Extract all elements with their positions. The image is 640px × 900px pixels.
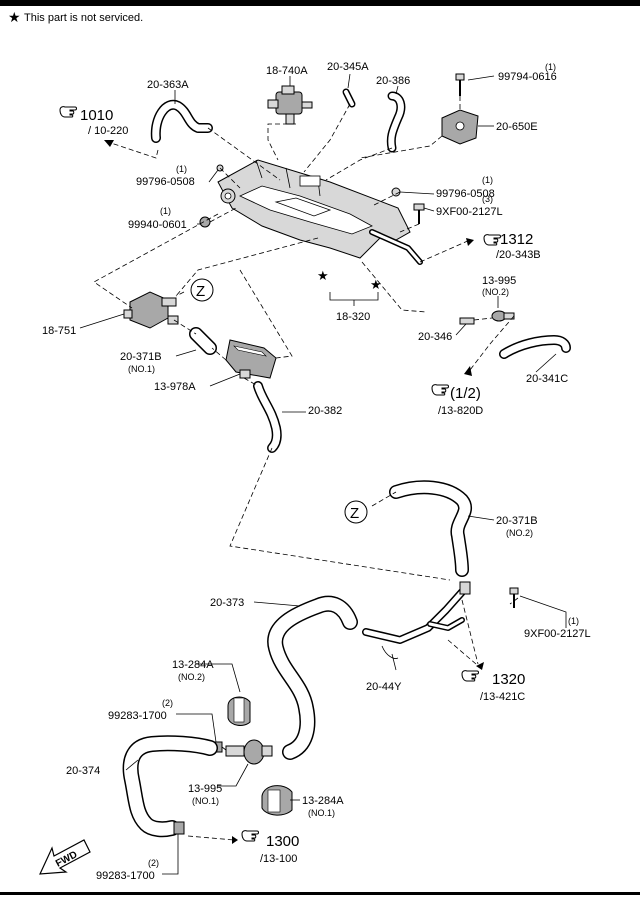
label-13-995-no2: 13-995	[482, 275, 516, 287]
bolt-99794-0616	[455, 73, 465, 96]
part-labels: 20-363A 18-740A 20-345A 20-386 (1) 99794…	[42, 61, 591, 882]
clip-99283-1700-b	[173, 821, 185, 835]
label-20-363A: 20-363A	[147, 79, 189, 91]
ref-1300: 1300	[266, 833, 299, 850]
qty-label: (1)	[545, 62, 556, 72]
pointing-hand-icon	[59, 106, 77, 118]
solenoid-18-740A	[267, 85, 313, 125]
bracket-plate-18-320	[217, 159, 423, 265]
star-icon: ★	[370, 277, 382, 292]
bolt-99796-0508-b	[391, 187, 401, 197]
ref-1320: 1320	[492, 671, 525, 688]
label-99796-0508-b: 99796-0508	[436, 188, 495, 200]
label-13-995-no2-sub: (NO.2)	[482, 287, 509, 297]
qty-label: (1)	[482, 175, 493, 185]
ref-1312-sub: /20-343B	[496, 249, 541, 261]
z-label: Z	[196, 283, 205, 300]
pointing-hand-icon	[461, 670, 479, 682]
label-20-373: 20-373	[210, 597, 244, 609]
label-20-341C: 20-341C	[526, 373, 568, 385]
qty-label: (1)	[176, 164, 187, 174]
label-13-995-no1-sub: (NO.1)	[192, 796, 219, 806]
qty-label: (1)	[568, 616, 579, 626]
pointing-hand-icon	[483, 234, 501, 246]
qty-label: (2)	[148, 858, 159, 868]
bolt-9XF00-2127L-a	[413, 203, 425, 224]
label-9XF00-2127L-a: 9XF00-2127L	[436, 206, 503, 218]
leader-lines	[79, 73, 567, 875]
star-icon: ★	[317, 268, 329, 283]
ref-1010-sub: / 10-220	[88, 125, 128, 137]
label-20-346: 20-346	[418, 331, 452, 343]
qty-label: (2)	[162, 698, 173, 708]
label-20-650E: 20-650E	[496, 121, 538, 133]
ref-1320-sub: /13-421C	[480, 691, 525, 703]
fwd-label: FWD	[54, 849, 79, 869]
bracket-20-650E	[441, 109, 479, 145]
nut-99940-0601	[199, 216, 211, 228]
label-13-284A-no1: 13-284A	[302, 795, 344, 807]
cover-13-284A-no2	[227, 696, 251, 726]
check-valve-13-995-no1	[225, 739, 273, 765]
ref-1-2: (1/2)	[450, 385, 481, 402]
header-note: This part is not serviced.	[24, 12, 143, 24]
label-99796-0508-a: 99796-0508	[136, 176, 195, 188]
label-20-386: 20-386	[376, 75, 410, 87]
z-reference-circle	[344, 500, 368, 524]
label-20-44Y: 20-44Y	[366, 681, 402, 693]
label-20-345A: 20-345A	[327, 61, 369, 73]
label-9XF00-2127L-b: 9XF00-2127L	[524, 628, 591, 640]
label-99283-1700-b: 99283-1700	[96, 870, 155, 882]
label-13-995-no1: 13-995	[188, 783, 222, 795]
qty-label: (1)	[160, 206, 171, 216]
ref-1010: 1010	[80, 107, 113, 124]
label-20-371B-no2: 20-371B	[496, 515, 538, 527]
star-icon: ★	[8, 9, 21, 25]
label-99940-0601: 99940-0601	[128, 219, 187, 231]
label-20-382: 20-382	[308, 405, 342, 417]
valve-18-751	[123, 291, 179, 329]
label-18-740A: 18-740A	[266, 65, 308, 77]
bolt-9XF00-2127L-b	[509, 587, 519, 608]
label-99794-0616: 99794-0616	[498, 71, 557, 83]
label-13-978A: 13-978A	[154, 381, 196, 393]
label-99283-1700-a: 99283-1700	[108, 710, 167, 722]
ref-1312: 1312	[500, 231, 533, 248]
ref-1-2-sub: /13-820D	[438, 405, 483, 417]
canister-13-978A	[225, 339, 277, 379]
label-20-371B-no1: 20-371B	[120, 351, 162, 363]
label-20-371B-no1-sub: (NO.1)	[128, 364, 155, 374]
z-reference-circle	[190, 278, 214, 302]
pointing-hand-icon	[431, 384, 449, 396]
qty-label: (3)	[482, 194, 493, 204]
label-18-320: 18-320	[336, 311, 370, 323]
bottom-rule	[0, 892, 640, 895]
forward-direction-arrow-icon: FWD	[39, 839, 91, 875]
connection-lines	[93, 96, 519, 841]
label-13-284A-no2: 13-284A	[172, 659, 214, 671]
pointing-hand-icon	[241, 830, 259, 842]
label-13-284A-no1-sub: (NO.1)	[308, 808, 335, 818]
cover-13-284A-no1	[261, 785, 293, 816]
label-20-371B-no2-sub: (NO.2)	[506, 528, 533, 538]
pipe-fitting-20-44Y	[362, 581, 471, 659]
z-label: Z	[350, 505, 359, 522]
ref-1300-sub: /13-100	[260, 853, 297, 865]
label-20-374: 20-374	[66, 765, 100, 777]
top-rule	[0, 0, 640, 6]
pipe-20-346	[459, 317, 475, 325]
label-18-751: 18-751	[42, 325, 76, 337]
label-13-284A-no2-sub: (NO.2)	[178, 672, 205, 682]
